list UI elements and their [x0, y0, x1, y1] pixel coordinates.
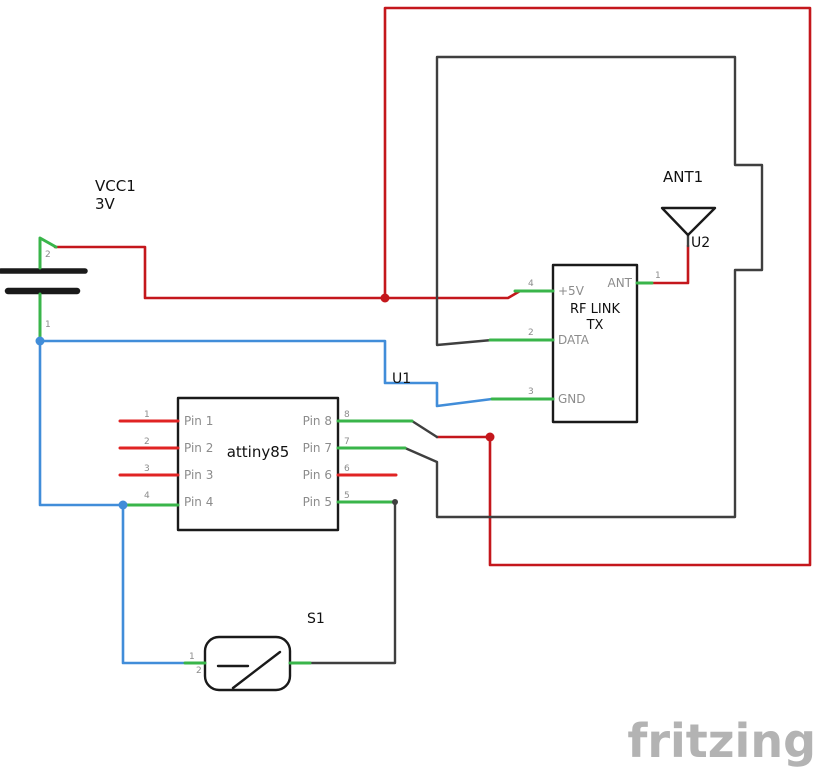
mcu-designator: U1	[392, 371, 411, 387]
mcu-pin8-number: 8	[344, 410, 350, 420]
mcu-pin1-number: 1	[144, 410, 150, 420]
switch-pin1-number: 1	[189, 652, 195, 662]
battery-pos-number: 2	[45, 250, 51, 260]
battery-voltage: 3V	[95, 195, 116, 213]
rf-ant-label: ANT	[607, 276, 632, 290]
rf-gnd-number: 3	[528, 387, 534, 397]
junction-pin8	[485, 432, 495, 442]
blue-net	[38, 339, 494, 665]
switch-symbol[interactable]	[203, 635, 292, 692]
rf-data-number: 2	[528, 328, 534, 338]
fritzing-watermark: fritzing	[627, 714, 816, 768]
wire-battery-to-5v[interactable]	[53, 245, 522, 300]
mcu-pin2-number: 2	[144, 437, 150, 447]
wire-switch-to-pin5[interactable]	[308, 500, 397, 665]
mcu-pin3-number: 3	[144, 464, 150, 474]
red-net	[53, 6, 812, 567]
antenna-designator: ANT1	[663, 168, 703, 186]
mcu-pin4-label: Pin 4	[184, 495, 213, 509]
mcu-name: attiny85	[227, 443, 290, 461]
mcu-pin5-label: Pin 5	[303, 495, 332, 509]
pin-labels: Pin 1 Pin 2 Pin 3 Pin 4 Pin 8 Pin 7 Pin …	[45, 250, 661, 676]
attiny85-symbol[interactable]	[176, 396, 340, 532]
switch-lever	[231, 650, 282, 690]
wire-gnd-to-switch[interactable]	[121, 503, 187, 665]
wire-ant-to-antenna[interactable]	[648, 244, 690, 285]
mcu-pin2-label: Pin 2	[184, 441, 213, 455]
mcu-pin5-number: 5	[344, 491, 350, 501]
rf-gnd-label: GND	[558, 392, 586, 406]
blue-junctions	[35, 336, 128, 510]
mcu-pin3-label: Pin 3	[184, 468, 213, 482]
rf-title-line2: TX	[586, 318, 604, 333]
red-junctions	[380, 293, 495, 442]
switch-designator: S1	[307, 611, 325, 627]
mcu-pin1-label: Pin 1	[184, 414, 213, 428]
junction-gnd-pin4	[118, 500, 128, 510]
black-junctions	[392, 499, 398, 505]
wire-gnd-to-rf[interactable]	[38, 339, 494, 408]
rf-designator: U2	[691, 235, 710, 251]
mcu-pin6-label: Pin 6	[303, 468, 332, 482]
rf-ant-number: 1	[655, 271, 661, 281]
black-net	[308, 55, 764, 665]
junction-gnd-battery	[35, 336, 45, 346]
rf-5v-number: 4	[528, 279, 534, 289]
rf-link-symbol[interactable]	[551, 263, 639, 424]
mcu-pin6-number: 6	[344, 464, 350, 474]
mcu-pin8-label: Pin 8	[303, 414, 332, 428]
wire-pin8-bend[interactable]	[410, 419, 439, 439]
mcu-pin7-number: 7	[344, 437, 350, 447]
wire-gnd-to-pin4[interactable]	[38, 339, 125, 507]
battery-pos-pin[interactable]	[38, 236, 58, 270]
rf-5v-label: +5V	[558, 284, 585, 298]
component-labels: VCC1 3V ANT1 U2 U1 S1 attiny85 RF LINK T…	[95, 168, 710, 627]
mcu-pin7-label: Pin 7	[303, 441, 332, 455]
junction-pin5	[392, 499, 398, 505]
antenna-symbol[interactable]	[660, 206, 717, 237]
unconnected-pins	[118, 419, 398, 477]
rf-title-line1: RF LINK	[570, 302, 620, 317]
junction-vcc	[380, 293, 390, 303]
wire-pin7-to-data[interactable]	[403, 55, 764, 519]
battery-designator: VCC1	[95, 177, 136, 195]
battery-neg-number: 1	[45, 320, 51, 330]
connected-pins	[38, 236, 654, 665]
switch-pin2-number: 2	[196, 666, 202, 676]
mcu-pin4-number: 4	[144, 491, 150, 501]
rf-data-label: DATA	[558, 333, 590, 347]
